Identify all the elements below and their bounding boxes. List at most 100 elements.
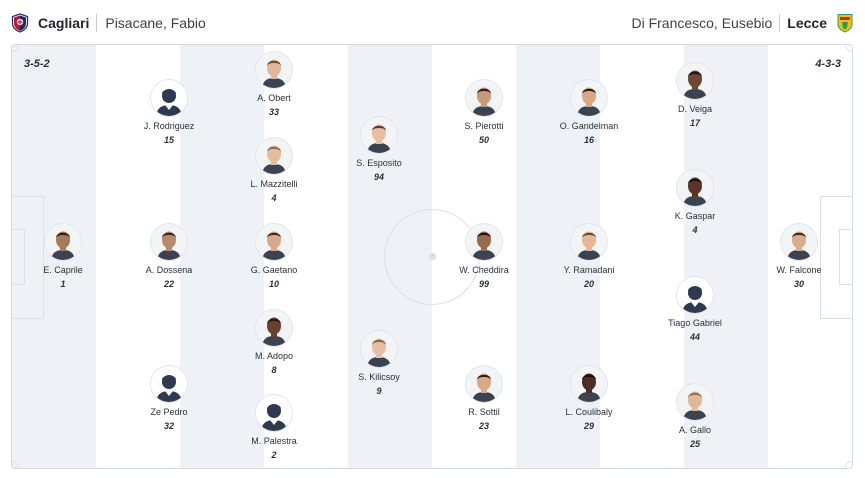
center-spot [429,253,436,260]
home-coach-name[interactable]: Pisacane, Fabio [105,15,206,31]
player-placeholder-icon [677,277,713,313]
player-number: 10 [268,279,279,289]
player-number: 1 [60,279,66,289]
player-photo [151,224,187,260]
player-photo [677,63,713,99]
player-placeholder-icon [256,395,292,431]
player-photo [361,331,397,367]
player-number: 22 [163,279,174,289]
corner-arc [845,45,852,52]
player-number: 32 [163,421,174,431]
player-photo [466,224,502,260]
player-name: L. Mazzitelli [250,179,298,189]
player-number: 99 [478,279,489,289]
away-team-header[interactable]: Di Francesco, Eusebio Lecce [631,12,854,34]
player-number: 44 [689,332,700,342]
away-player[interactable]: Y. Ramadani 20 [539,224,639,290]
header-divider [779,14,781,32]
corner-arc [845,461,852,468]
player-name: Y. Ramadani [563,265,615,275]
player-number: 8 [271,365,277,375]
player-number: 50 [478,135,489,145]
player-name: M. Adopo [254,351,294,361]
lecce-crest-icon [836,13,854,33]
player-number: 9 [376,386,382,396]
player-number: 16 [583,135,594,145]
player-photo [677,384,713,420]
player-name: A. Obert [257,93,291,103]
left-goal-area [12,229,25,285]
player-name: G. Gaetano [250,265,298,275]
pitch-stripe [600,45,684,468]
away-player[interactable]: O. Gandelman 16 [539,80,639,146]
player-photo [256,224,292,260]
home-player[interactable]: S. Esposito 94 [329,117,429,183]
right-penalty-box [820,196,852,319]
away-player[interactable]: Tiago Gabriel 44 [645,277,745,343]
player-name: A. Dossena [145,265,193,275]
corner-arc [12,461,19,468]
home-player[interactable]: G. Gaetano 10 [224,224,324,290]
home-player[interactable]: S. Kilicsoy 9 [329,331,429,397]
player-number: 4 [271,193,277,203]
player-name: D. Veiga [677,104,713,114]
away-coach-name[interactable]: Di Francesco, Eusebio [631,15,773,31]
player-placeholder-icon [151,366,187,402]
player-photo [256,310,292,346]
player-photo [45,224,81,260]
player-photo [571,224,607,260]
player-name: K. Gaspar [674,211,716,221]
home-player[interactable]: M. Adopo 8 [224,310,324,376]
player-number: 29 [583,421,594,431]
player-photo [781,224,817,260]
player-name: O. Gandelman [559,121,619,131]
cagliari-crest-icon [11,13,29,33]
player-name: E. Caprile [43,265,83,275]
player-photo [677,170,713,206]
away-team-name[interactable]: Lecce [787,15,827,31]
player-number: 20 [583,279,594,289]
home-player[interactable]: M. Palestra 2 [224,395,324,461]
player-name: R. Sottil [468,407,500,417]
player-name: M. Palestra [251,436,297,446]
away-player[interactable]: K. Gaspar 4 [645,170,745,236]
home-team-name[interactable]: Cagliari [38,15,90,31]
player-number: 17 [689,118,700,128]
player-number: 4 [692,225,698,235]
home-team-header[interactable]: Cagliari Pisacane, Fabio [11,12,206,34]
player-photo [571,366,607,402]
home-player[interactable]: E. Caprile 1 [13,224,113,290]
player-name: S. Kilicsoy [358,372,400,382]
left-penalty-box [12,196,44,319]
player-photo [571,80,607,116]
player-name: S. Esposito [356,158,402,168]
home-player[interactable]: L. Mazzitelli 4 [224,138,324,204]
player-name: J. Rodriguez [143,121,195,131]
lineup-header: Cagliari Pisacane, Fabio Di Francesco, E… [0,0,865,44]
player-photo [361,117,397,153]
right-goal-area [839,229,852,285]
player-name: Tiago Gabriel [668,318,722,328]
player-number: 2 [271,450,277,460]
away-player[interactable]: L. Coulibaly 29 [539,366,639,432]
player-photo [466,366,502,402]
home-formation: 3-5-2 [24,58,50,70]
home-player[interactable]: A. Dossena 22 [119,224,219,290]
away-player[interactable]: D. Veiga 17 [645,63,745,129]
player-photo [256,138,292,174]
player-name: L. Coulibaly [565,407,613,417]
player-name: A. Gallo [678,425,711,435]
player-number: 94 [373,172,384,182]
player-placeholder-icon [151,80,187,116]
corner-arc [12,45,19,52]
header-divider [96,14,98,32]
player-name: W. Falcone [776,265,822,275]
